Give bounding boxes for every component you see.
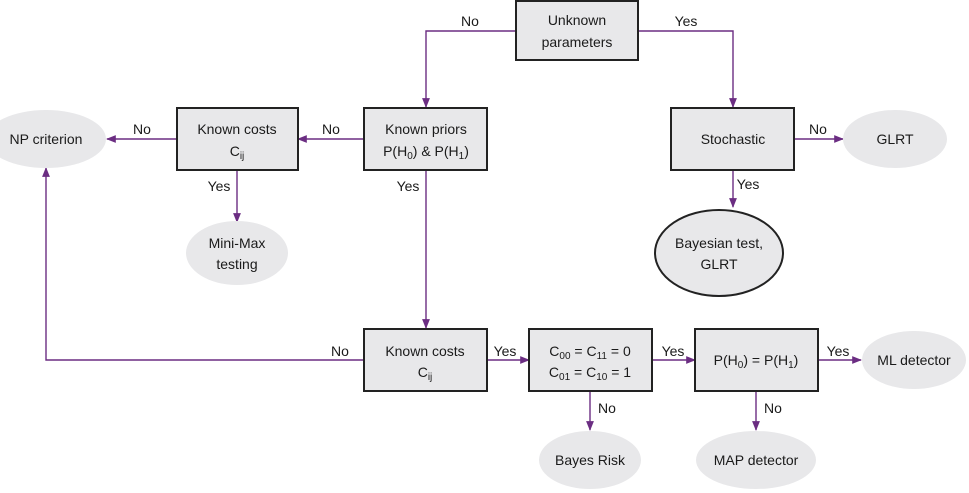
priors-line1: Known priors bbox=[385, 121, 467, 137]
node-equal-priors: P(H0) = P(H1) bbox=[694, 328, 819, 392]
stochastic-label: Stochastic bbox=[701, 131, 766, 147]
node-map-detector: MAP detector bbox=[696, 431, 816, 489]
label-stochastic-yes: Yes bbox=[737, 176, 760, 192]
node-known-costs-bottom: Known costs Cij bbox=[363, 328, 488, 392]
costs-bottom-line2: Cij bbox=[418, 364, 433, 383]
edge-labels: No Yes No No Yes Yes No Yes No Yes Yes Y… bbox=[133, 13, 849, 416]
label-costs-bottom-no: No bbox=[331, 343, 349, 359]
label-equal-no: No bbox=[764, 400, 782, 416]
costs-top-line2: Cij bbox=[230, 143, 245, 162]
node-np-criterion: NP criterion bbox=[0, 110, 106, 168]
node-stochastic: Stochastic bbox=[670, 107, 795, 171]
edges bbox=[42, 30, 862, 431]
node-cost-values: C00 = C11 = 0 C01 = C10 = 1 bbox=[528, 328, 653, 392]
glrt-label: GLRT bbox=[876, 131, 914, 147]
priors-line2: P(H0) & P(H1) bbox=[383, 143, 469, 162]
label-costs-top-no: No bbox=[133, 121, 151, 137]
label-values-yes: Yes bbox=[662, 343, 685, 359]
costs-top-line1: Known costs bbox=[197, 121, 276, 137]
node-bayes-risk: Bayes Risk bbox=[539, 431, 641, 489]
node-glrt: GLRT bbox=[843, 110, 947, 168]
bayesian-line1: Bayesian test, bbox=[675, 235, 763, 251]
cost-values-line1: C00 = C11 = 0 bbox=[549, 343, 631, 362]
node-known-priors: Known priors P(H0) & P(H1) bbox=[363, 107, 488, 171]
edge-unknown-to-priors bbox=[422, 30, 516, 108]
unknown-line2: parameters bbox=[542, 34, 613, 50]
label-values-no: No bbox=[598, 400, 616, 416]
label-unknown-yes: Yes bbox=[675, 13, 698, 29]
equal-priors-label: P(H0) = P(H1) bbox=[714, 352, 799, 371]
unknown-line1: Unknown bbox=[548, 12, 606, 28]
edge-costs-bottom-to-np bbox=[42, 167, 364, 361]
label-costs-bottom-yes: Yes bbox=[494, 343, 517, 359]
map-detector-label: MAP detector bbox=[714, 452, 799, 468]
cost-values-line2: C01 = C10 = 1 bbox=[549, 364, 631, 383]
bayes-risk-label: Bayes Risk bbox=[555, 452, 626, 468]
label-priors-yes: Yes bbox=[397, 178, 420, 194]
node-bayesian-test: Bayesian test, GLRT bbox=[654, 209, 784, 297]
label-costs-top-yes: Yes bbox=[208, 178, 231, 194]
edge-unknown-to-stochastic bbox=[638, 30, 737, 108]
label-priors-no: No bbox=[322, 121, 340, 137]
label-unknown-no: No bbox=[461, 13, 479, 29]
node-unknown-parameters: Unknown parameters bbox=[515, 0, 639, 61]
node-minimax: Mini-Max testing bbox=[186, 221, 288, 285]
minimax-line1: Mini-Max bbox=[209, 235, 266, 251]
minimax-line2: testing bbox=[216, 256, 257, 272]
bayesian-line2: GLRT bbox=[700, 256, 738, 272]
label-stochastic-no: No bbox=[809, 121, 827, 137]
np-criterion-label: NP criterion bbox=[10, 131, 83, 147]
ml-detector-label: ML detector bbox=[877, 352, 951, 368]
label-equal-yes: Yes bbox=[827, 343, 850, 359]
node-known-costs-top: Known costs Cij bbox=[176, 107, 299, 171]
node-ml-detector: ML detector bbox=[862, 331, 966, 389]
costs-bottom-line1: Known costs bbox=[385, 343, 464, 359]
